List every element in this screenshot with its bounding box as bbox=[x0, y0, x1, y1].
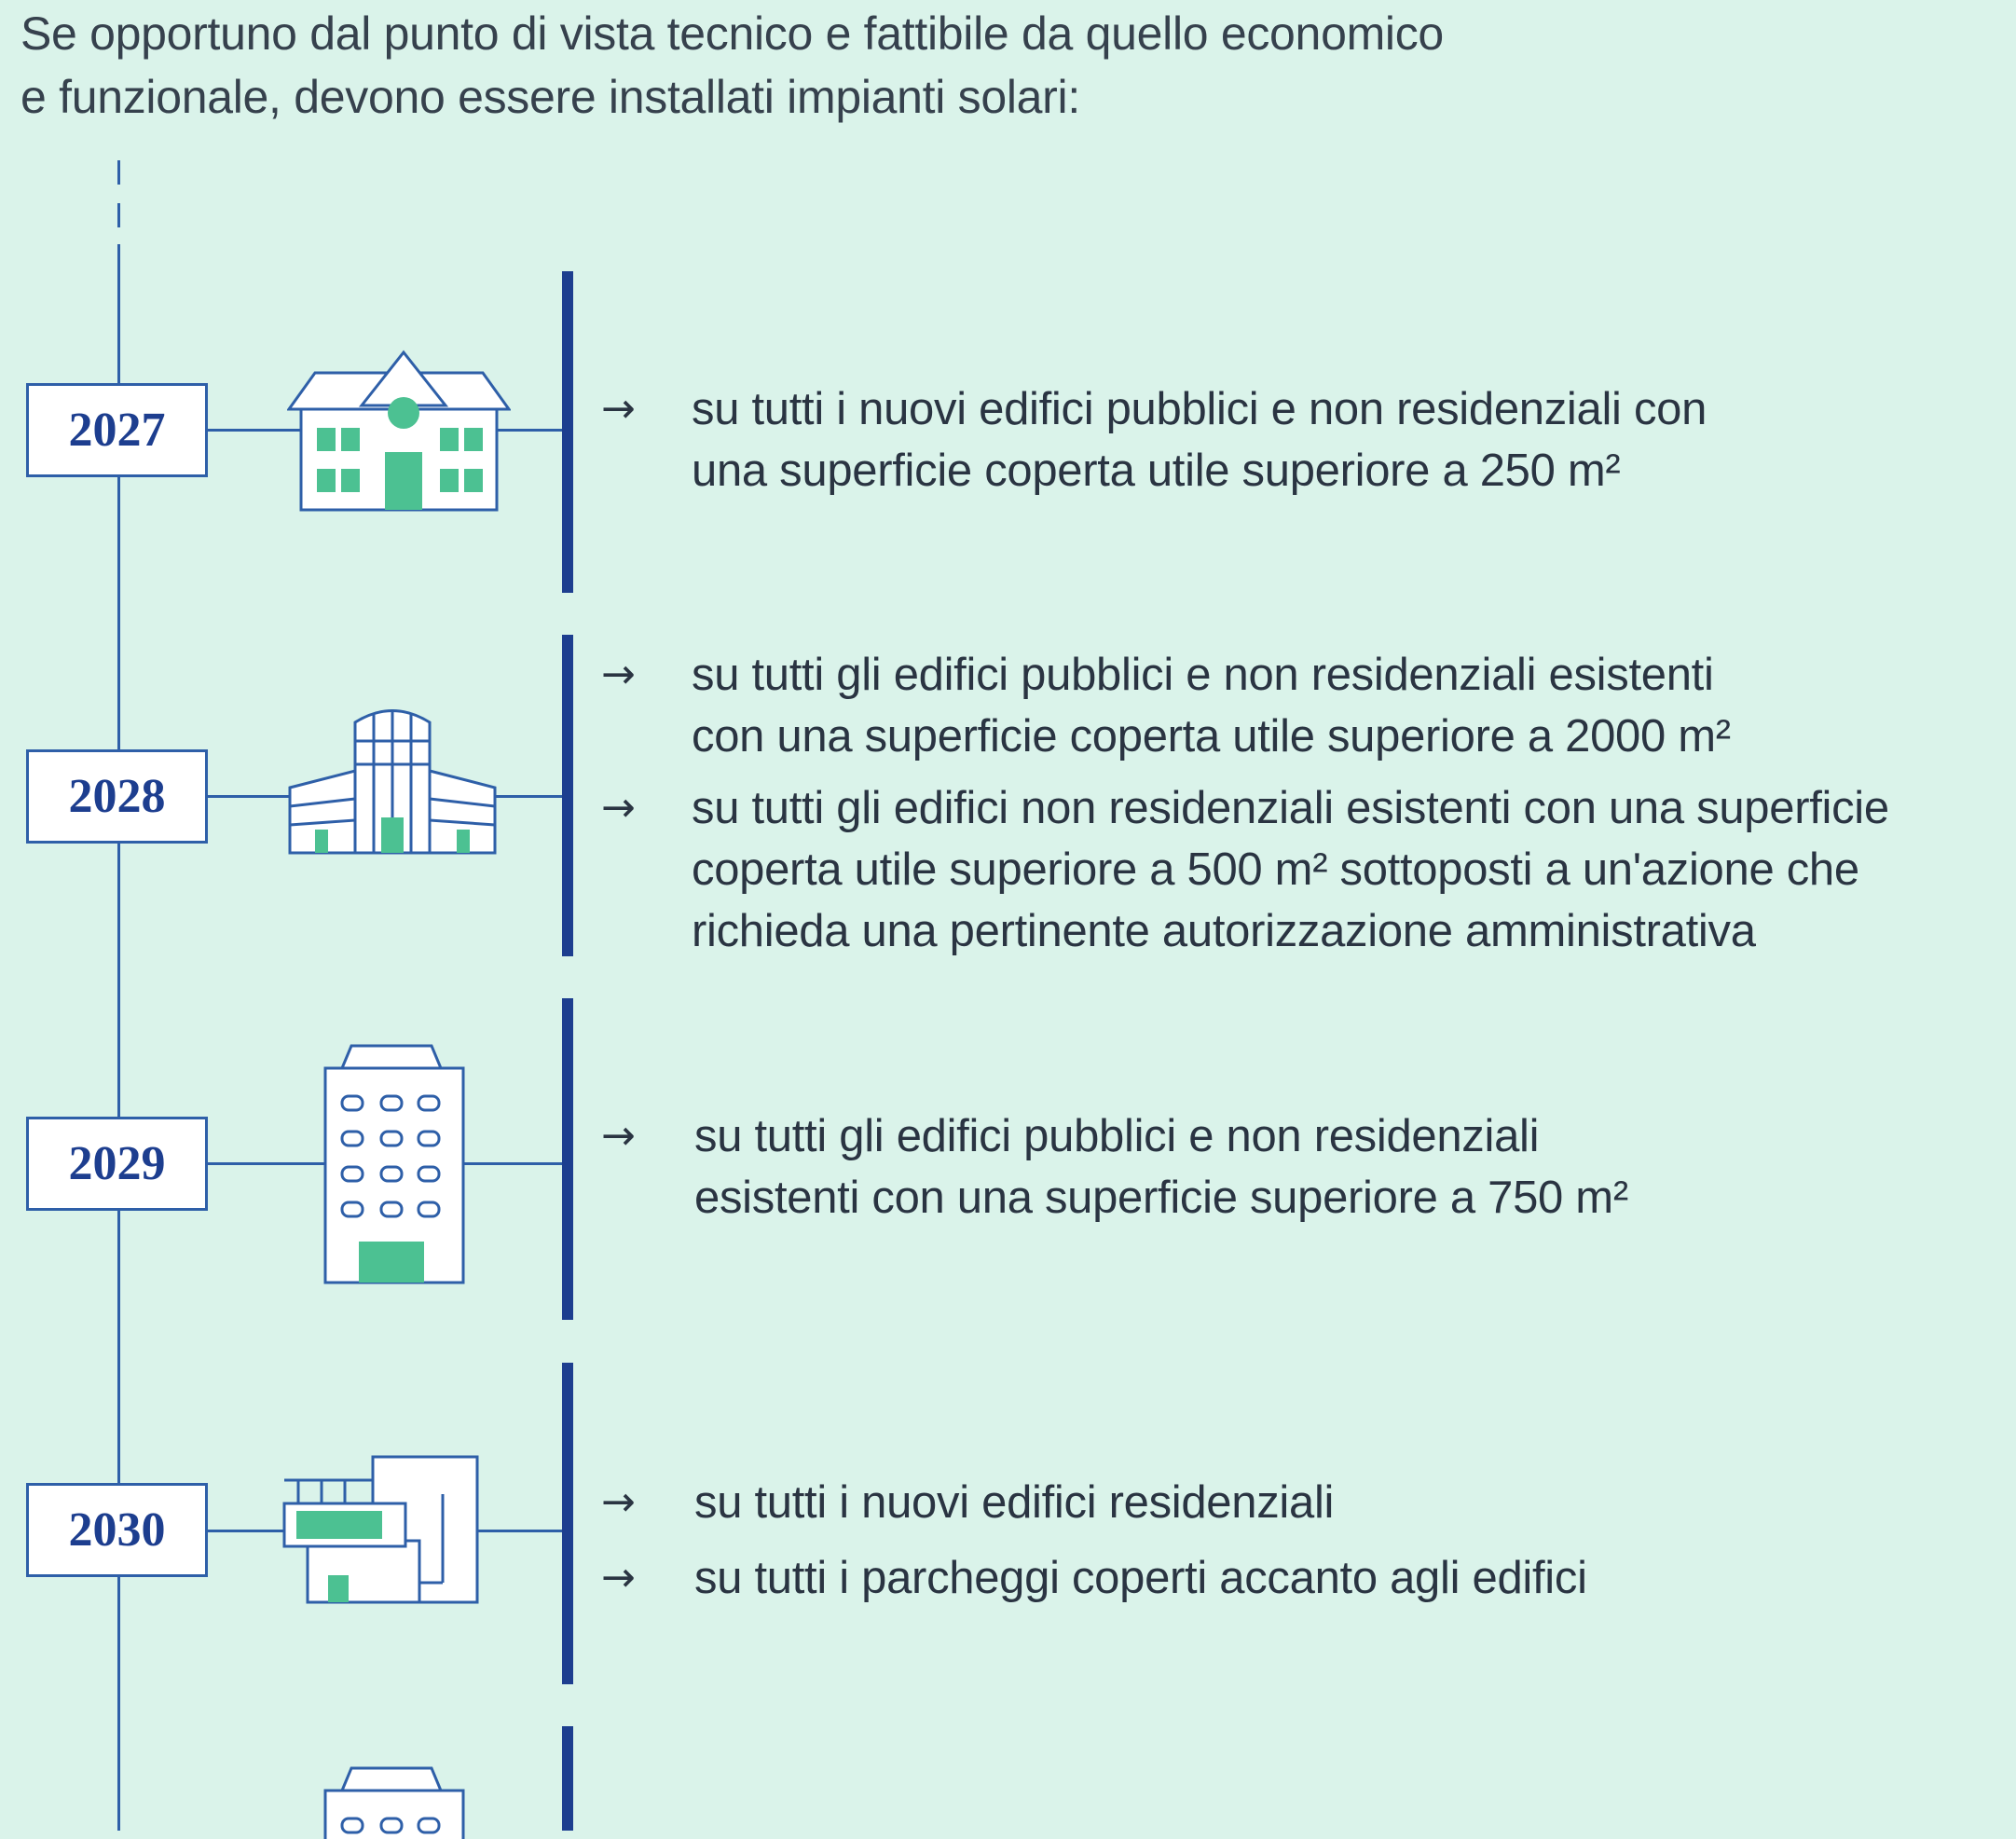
requirement-text: su tutti i parcheggi coperti accanto agl… bbox=[694, 1553, 1587, 1603]
tower-building-icon bbox=[322, 1764, 466, 1839]
office-complex-icon bbox=[285, 704, 500, 858]
requirement-text: su tutti gli edifici non residenziali es… bbox=[692, 783, 1889, 956]
timeline-line bbox=[117, 244, 120, 1831]
requirement-text: su tutti gli edifici pubblici e non resi… bbox=[694, 1111, 1628, 1223]
intro-text: Se opportuno dal punto di vista tecnico … bbox=[21, 2, 1444, 129]
tower-building-icon bbox=[322, 1042, 466, 1286]
milestone-bar bbox=[562, 1726, 573, 1831]
intro-line-1: Se opportuno dal punto di vista tecnico … bbox=[21, 7, 1444, 60]
milestone-bar bbox=[562, 635, 573, 956]
school-building-icon bbox=[287, 350, 511, 513]
timeline-dash-mid bbox=[117, 203, 120, 227]
arrow-icon: → bbox=[601, 784, 636, 831]
year-badge: 2029 bbox=[26, 1117, 208, 1211]
timeline-dash-top bbox=[117, 160, 120, 185]
requirement-text: su tutti i nuovi edifici pubblici e non … bbox=[692, 384, 1707, 496]
arrow-icon: → bbox=[601, 651, 636, 698]
intro-line-2: e funzionale, devono essere installati i… bbox=[21, 71, 1080, 123]
year-badge: 2027 bbox=[26, 383, 208, 477]
milestone-bar bbox=[562, 1363, 573, 1684]
milestone-bar bbox=[562, 998, 573, 1320]
requirement-text: su tutti gli edifici pubblici e non resi… bbox=[692, 650, 1731, 762]
arrow-icon: → bbox=[601, 1554, 636, 1601]
arrow-icon: → bbox=[601, 1478, 636, 1526]
milestone-bar bbox=[562, 271, 573, 593]
house-icon bbox=[280, 1452, 485, 1606]
arrow-icon: → bbox=[601, 385, 636, 432]
year-badge: 2030 bbox=[26, 1483, 208, 1577]
arrow-icon: → bbox=[601, 1112, 636, 1160]
requirement-text: su tutti i nuovi edifici residenziali bbox=[694, 1477, 1335, 1528]
year-badge: 2028 bbox=[26, 749, 208, 844]
